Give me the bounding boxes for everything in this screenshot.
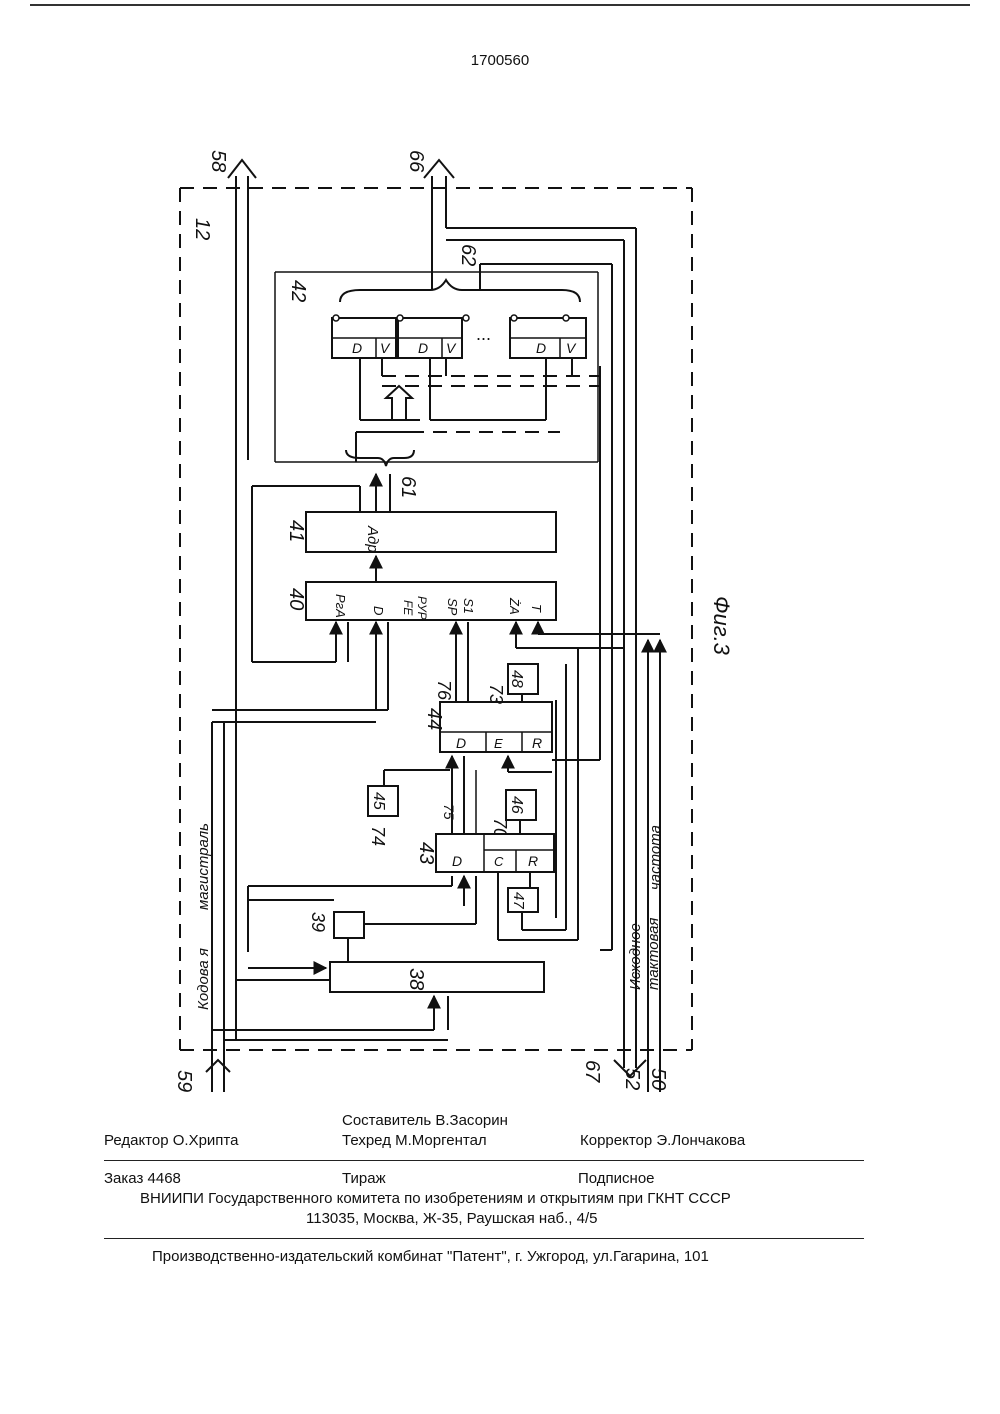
- label-42: 42: [287, 280, 309, 302]
- label-74: 74: [368, 826, 388, 846]
- pin-43-D: D: [452, 853, 462, 869]
- pin-44-D: D: [456, 735, 466, 751]
- pin-40-S1: S1: [461, 598, 476, 614]
- label-59: 59: [173, 1070, 195, 1092]
- label-62: 62: [457, 244, 479, 266]
- label-D-3: D: [536, 340, 546, 356]
- ellipsis-flipflops: ...: [476, 324, 491, 344]
- pin-40-D: D: [371, 606, 386, 615]
- pin-40-T: T: [529, 604, 544, 613]
- label-45: 45: [370, 792, 387, 810]
- subscription: Подписное: [578, 1170, 655, 1187]
- label-76: 76: [434, 680, 454, 701]
- label-39: 39: [308, 912, 328, 932]
- label-66: 66: [405, 150, 427, 173]
- pin-44-R: R: [532, 735, 542, 751]
- address: 113035, Москва, Ж-35, Раушская наб., 4/5: [306, 1210, 598, 1227]
- footer-divider-2: [104, 1238, 864, 1239]
- label-D-1: D: [352, 340, 362, 356]
- label-38: 38: [405, 968, 427, 990]
- label-43: 43: [415, 842, 437, 864]
- clock-label-1: Исходное: [627, 923, 644, 990]
- figure-caption: Фиг.3: [709, 596, 734, 656]
- label-61: 61: [397, 476, 419, 498]
- block-42-group: [275, 264, 612, 470]
- organization: ВНИИПИ Государственного комитета по изоб…: [140, 1190, 731, 1207]
- pin-40-SP: SP: [445, 598, 460, 616]
- label-D-2: D: [418, 340, 428, 356]
- order: Заказ 4468: [104, 1170, 181, 1187]
- footer-divider-1: [104, 1160, 864, 1161]
- code-bus-label-2: магистраль: [195, 823, 212, 910]
- compiler: Составитель В.Засорин: [342, 1112, 508, 1129]
- label-47: 48: [508, 670, 525, 688]
- pin-40-FE: FE: [401, 600, 415, 616]
- label-52: 52: [621, 1068, 643, 1090]
- block-39: [334, 912, 364, 938]
- pin-43-C: C: [494, 854, 504, 869]
- editor: Редактор О.Хрипта: [104, 1132, 238, 1149]
- corrector: Корректор Э.Лончакова: [580, 1132, 745, 1149]
- label-46: 46: [508, 796, 525, 814]
- label-58: 58: [207, 150, 229, 172]
- label-75: 75: [441, 804, 457, 820]
- pin-43-R: R: [528, 853, 538, 869]
- pin-44-E: E: [494, 736, 503, 751]
- label-67: 67: [581, 1060, 603, 1083]
- label-50: 50: [647, 1068, 669, 1090]
- code-bus-label-1: Кодова я: [195, 948, 212, 1010]
- label-44: 44: [423, 708, 445, 730]
- label-40: 40: [285, 588, 307, 610]
- block-diagram: 12 58 66: [0, 0, 1000, 1100]
- label-41: 41: [285, 520, 307, 542]
- publisher: Производственно-издательский комбинат "П…: [152, 1248, 709, 1265]
- block-41-inner: Адр: [364, 525, 381, 553]
- block-38: [330, 962, 544, 992]
- label-48: 47: [510, 892, 527, 909]
- clock-label-3: частота: [647, 825, 664, 890]
- circulation: Тираж: [342, 1170, 386, 1187]
- techred: Техред М.Моргентал: [342, 1132, 487, 1149]
- label-73: 73: [486, 684, 506, 704]
- pin-40-ZA: ŻA: [507, 597, 522, 615]
- pin-40-PgA: PгA: [333, 594, 348, 618]
- block-41: [306, 512, 556, 552]
- label-12: 12: [191, 218, 213, 240]
- pin-40-PUP: PУP: [415, 596, 429, 620]
- clock-label-2: тактовая: [645, 918, 662, 990]
